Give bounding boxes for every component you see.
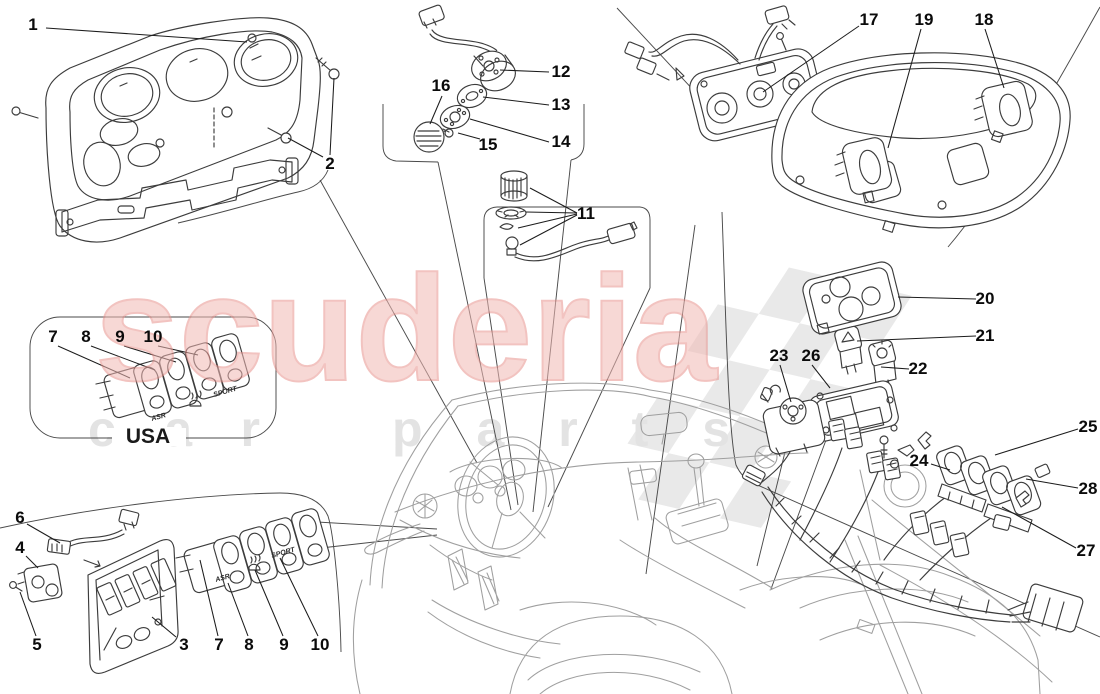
callout-21: 21 (975, 326, 995, 345)
defrost-icon-2 (248, 554, 261, 571)
asr-label-2: ASR (214, 573, 231, 584)
callout-11: 11 (577, 204, 595, 223)
clip-25-a (897, 444, 915, 457)
callout-27: 27 (1076, 541, 1096, 560)
callout-23: 23 (769, 346, 789, 365)
clip-28-b (1015, 490, 1030, 508)
callout-10-usa: 10 (143, 327, 163, 346)
callout-20: 20 (975, 289, 995, 308)
callout-4: 4 (15, 538, 25, 557)
instrument-cluster-drawing (11, 17, 340, 243)
callout-8-usa: 8 (81, 327, 91, 346)
callout-17: 17 (859, 10, 879, 29)
usa-variant-box: ASR SPORT (29, 316, 277, 446)
console-switch-parts-drawing (741, 261, 1084, 633)
clip-28-a (1034, 463, 1051, 478)
window-switch-24-drawing (936, 445, 996, 513)
callout-6: 6 (15, 508, 25, 527)
callout-7b: 7 (214, 635, 224, 654)
callout-5: 5 (32, 635, 42, 654)
dash-switch-panel-drawing: ASR SPORT (9, 508, 330, 674)
switch-bank-drawing: ASR SPORT (175, 508, 330, 594)
callout-1: 1 (28, 15, 38, 34)
callout-26: 26 (801, 346, 821, 365)
callout-8b: 8 (244, 635, 254, 654)
callout-16: 16 (431, 76, 451, 95)
usa-market-label: USA (125, 425, 171, 448)
callout-9-usa: 9 (115, 327, 125, 346)
usa-switch-bank-drawing: ASR SPORT (95, 333, 250, 423)
callout-25: 25 (1078, 417, 1098, 436)
watermark-brand: scuderia (95, 244, 719, 412)
callout-19: 19 (914, 10, 934, 29)
callout-12: 12 (551, 62, 571, 81)
asr-label: ASR (150, 412, 167, 423)
lamp-set-drawing (495, 170, 638, 262)
callout-15: 15 (478, 135, 498, 154)
callout-14: 14 (551, 132, 571, 151)
callout-24: 24 (909, 451, 929, 470)
callout-3: 3 (179, 635, 189, 654)
callout-28: 28 (1078, 479, 1098, 498)
callout-18: 18 (974, 10, 994, 29)
defrost-icon (189, 390, 202, 407)
console-panel-drawing (771, 52, 1071, 233)
callout-2: 2 (325, 154, 335, 173)
callout-22: 22 (908, 359, 928, 378)
callout-7-usa: 7 (48, 327, 58, 346)
callout-10b: 10 (310, 635, 330, 654)
ignition-switch-drawing (413, 4, 516, 153)
callout-9b: 9 (279, 635, 289, 654)
callout-13: 13 (551, 95, 571, 114)
clip-25-b (917, 431, 932, 450)
callout-leader-lines (19, 25, 1079, 638)
window-switch-27-28-drawing (982, 465, 1042, 533)
